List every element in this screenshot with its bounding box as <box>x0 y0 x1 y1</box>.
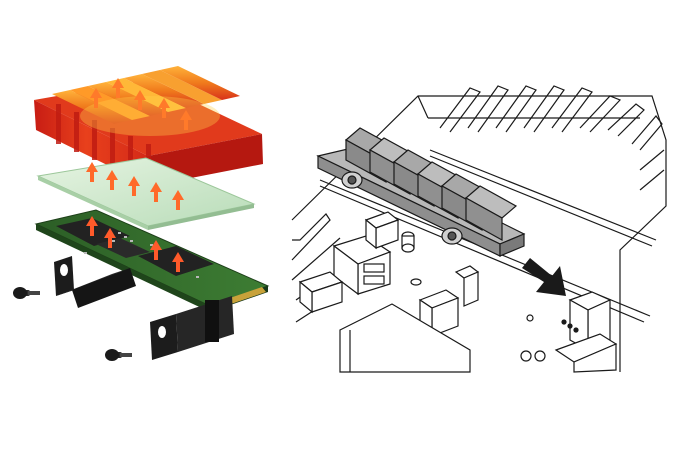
io-ports <box>298 211 400 314</box>
m2-heatsink-install <box>316 127 526 257</box>
left-exploded-view <box>13 66 270 361</box>
screw-1 <box>13 287 40 299</box>
heat-arrows-ssd <box>86 216 184 272</box>
m2-socket <box>554 291 618 373</box>
chassis-heatsink-fins <box>439 85 665 191</box>
mounting-bracket <box>54 256 234 360</box>
heatsink-fins <box>52 66 240 124</box>
heat-arrows-top <box>90 78 192 130</box>
right-install-view <box>291 85 667 373</box>
screw-2 <box>105 349 132 361</box>
heat-arrows-pad <box>86 162 184 210</box>
install-arrow <box>522 258 566 296</box>
